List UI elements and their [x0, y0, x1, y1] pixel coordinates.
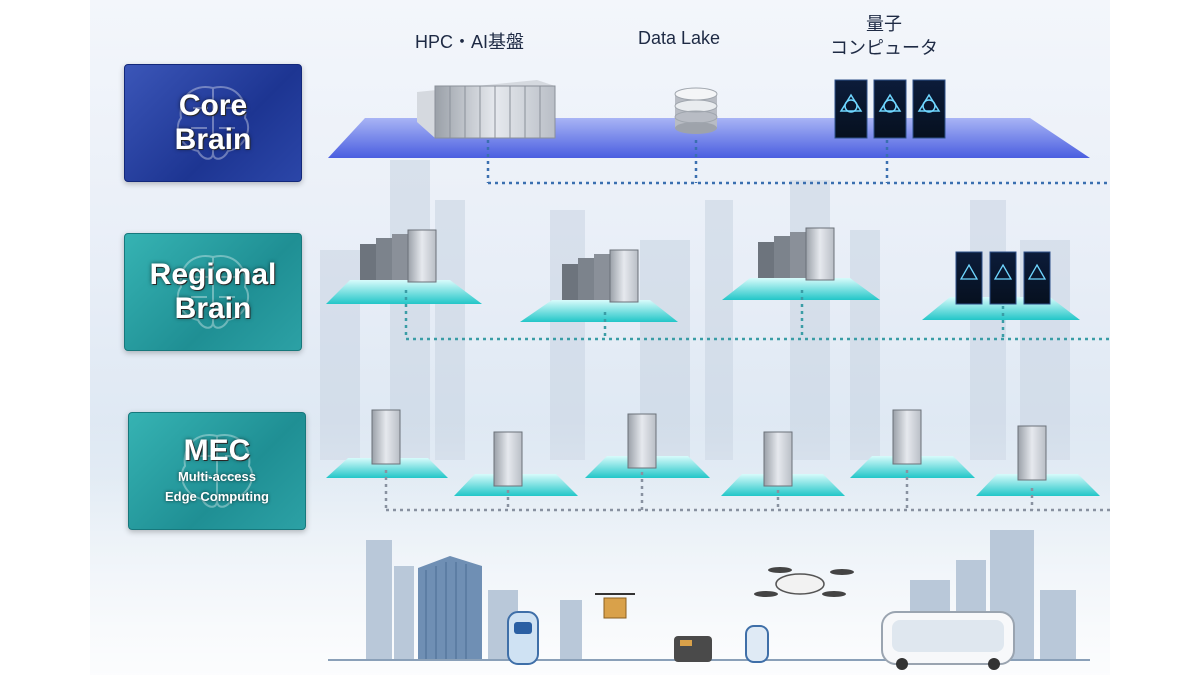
core-brain-line2: Brain — [174, 123, 252, 156]
service-robot-icon — [507, 611, 539, 665]
mec-title: MEC — [183, 434, 251, 467]
core-links — [486, 140, 1110, 185]
mec-box: MEC Multi-access Edge Computing — [128, 412, 306, 530]
database-icon — [674, 87, 718, 134]
hpc-ai-label: HPC・AI基盤 — [415, 32, 525, 52]
regional-links — [404, 290, 1110, 341]
regional-brain-line2: Brain — [174, 292, 252, 325]
quantum-computer-icon — [834, 79, 946, 139]
mec-subtitle-line1: Multi-access — [177, 469, 257, 484]
delivery-robot-icon — [674, 636, 712, 662]
autonomous-shuttle-icon — [881, 611, 1015, 670]
core-brain-line1: Core — [178, 89, 248, 122]
quantum-label-line2: コンピュータ — [830, 38, 938, 58]
regional-brain-line1: Regional — [149, 258, 277, 291]
architecture-diagram: Core Brain Regional Brain MEC Multi-acce… — [90, 0, 1110, 675]
air-taxi-icon — [754, 567, 854, 597]
delivery-drone-icon — [595, 593, 635, 619]
quantum-label-line1: 量子 — [866, 14, 902, 34]
mec-links — [384, 470, 1110, 512]
regional-server-icons — [360, 227, 1051, 305]
mec-subtitle-line2: Edge Computing — [165, 489, 269, 504]
mobile-robot-icon — [745, 625, 769, 663]
data-lake-label: Data Lake — [638, 28, 721, 48]
hpc-rack-icon — [417, 80, 556, 139]
quantum-computer-label: 量子 コンピュータ — [830, 12, 938, 60]
brain-circuit-icon — [176, 255, 250, 329]
brain-circuit-icon — [176, 86, 250, 160]
brain-circuit-icon — [180, 434, 254, 508]
mec-server-icons — [371, 409, 1047, 487]
regional-brain-box: Regional Brain — [124, 233, 302, 351]
core-brain-box: Core Brain — [124, 64, 302, 182]
